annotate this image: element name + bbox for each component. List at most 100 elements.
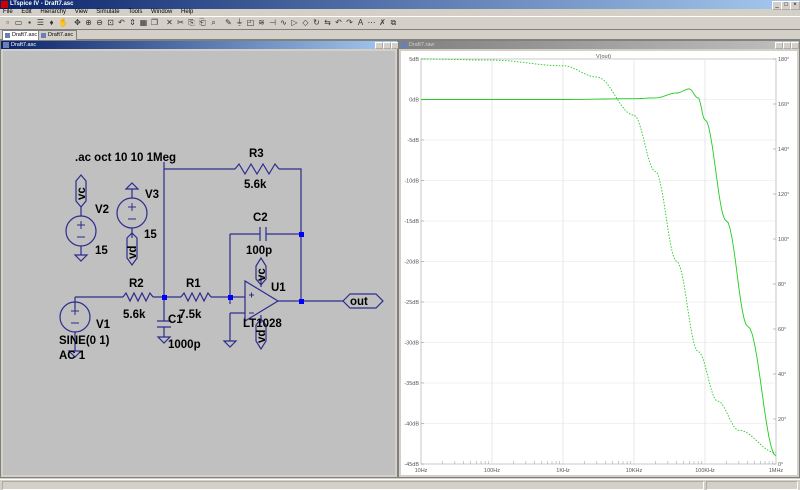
- zoom-fit-icon[interactable]: ⊡: [107, 18, 114, 27]
- y-left-tick-label: -35dB: [404, 381, 419, 387]
- find-icon[interactable]: ⌕: [211, 18, 216, 27]
- junction-dot: [162, 295, 167, 300]
- y-left-tick-label: 0dB: [409, 98, 419, 104]
- ground-icon[interactable]: ⏚: [235, 18, 244, 27]
- menu-help[interactable]: Help: [181, 9, 194, 15]
- y-left-tick-label: -20dB: [404, 260, 419, 266]
- zoom-in-icon[interactable]: ⊕: [85, 18, 92, 27]
- cascade-icon[interactable]: ❐: [150, 18, 159, 27]
- pan-icon[interactable]: ✥: [74, 18, 81, 27]
- ground-icon: [156, 336, 172, 344]
- u1-name: U1: [271, 282, 286, 294]
- net-label-out: [342, 293, 384, 309]
- save-icon[interactable]: ▪: [28, 18, 31, 27]
- halt-icon[interactable]: ✋: [58, 18, 68, 27]
- app-icon: [1, 1, 8, 8]
- copy-icon[interactable]: ⎘: [188, 18, 195, 27]
- diode-icon[interactable]: ▷: [291, 18, 298, 27]
- title-bar: LTspice IV - Draft7.asc _ □ ×: [0, 0, 800, 10]
- redo-icon[interactable]: ↷: [346, 18, 353, 27]
- v2-value[interactable]: 15: [95, 245, 108, 257]
- tab-schematic[interactable]: Draft7.asc: [2, 30, 42, 40]
- menu-view[interactable]: View: [74, 9, 88, 15]
- duplicate-icon[interactable]: ⧉: [390, 18, 397, 27]
- spice-directive[interactable]: .ac oct 10 10 1Meg: [75, 152, 176, 164]
- y-left-tick-label: 5dB: [409, 57, 419, 63]
- label-icon[interactable]: ◰: [246, 18, 255, 27]
- waveform-icon: [401, 42, 407, 48]
- schematic-window[interactable]: Draft7.asc: [0, 40, 399, 478]
- r2-value[interactable]: 5.6k: [123, 309, 146, 321]
- menu-hierarchy[interactable]: Hierarchy: [40, 9, 67, 15]
- new-icon[interactable]: ▫: [6, 18, 9, 27]
- menu-edit[interactable]: Edit: [21, 9, 32, 15]
- tab-schematic-2[interactable]: Draft7.asc: [38, 30, 78, 40]
- spice-directive-icon[interactable]: ⋯: [367, 18, 376, 27]
- undo-icon[interactable]: ↶: [335, 18, 342, 27]
- plot-close-button[interactable]: [791, 42, 799, 49]
- mirror-icon[interactable]: ⇆: [324, 18, 331, 27]
- schematic-window-title-bar[interactable]: Draft7.asc: [1, 41, 399, 49]
- capacitor-c2-symbol: [259, 227, 267, 241]
- schematic-drawing[interactable]: .ac oct 10 10 1Meg R3 5.6k C2 100p R2 5.…: [3, 51, 395, 475]
- r1-name: R1: [186, 278, 201, 290]
- inductor-icon[interactable]: ∿: [280, 18, 287, 27]
- y-left-tick-label: -30dB: [404, 341, 419, 347]
- paste-icon[interactable]: ⎗: [199, 18, 206, 27]
- magnitude-trace: [421, 88, 777, 457]
- r1-value[interactable]: 7.5k: [179, 309, 202, 321]
- autoscale-icon[interactable]: ⇕: [129, 18, 136, 27]
- control-panel-icon[interactable]: ☰: [36, 18, 45, 27]
- menu-window[interactable]: Window: [151, 9, 173, 15]
- plot-window-title-bar[interactable]: Draft7.raw: [399, 41, 799, 49]
- cut-icon[interactable]: ✂: [177, 18, 184, 27]
- ground-icon: [73, 254, 89, 262]
- zoom-back-icon[interactable]: ↶: [118, 18, 125, 27]
- schematic-canvas[interactable]: .ac oct 10 10 1Meg R3 5.6k C2 100p R2 5.…: [3, 51, 395, 475]
- v1-value-ac[interactable]: AC 1: [59, 350, 86, 362]
- menu-tools[interactable]: Tools: [128, 9, 143, 15]
- y-right-tick-label: 100°: [778, 237, 789, 243]
- zoom-out-icon[interactable]: ⊖: [96, 18, 103, 27]
- resistor-icon[interactable]: ≋: [258, 18, 265, 27]
- y-right-tick-label: 160°: [778, 102, 789, 108]
- run-icon[interactable]: ♦: [49, 18, 54, 27]
- menu-file[interactable]: File: [3, 9, 13, 15]
- y-right-tick-label: 80°: [778, 282, 786, 288]
- schematic-maximize-button[interactable]: [383, 42, 391, 49]
- u1-vc-label: vc: [256, 268, 268, 281]
- v1-value-sine[interactable]: SINE(0 1): [59, 335, 110, 347]
- net-label-vd-v3: [126, 232, 138, 267]
- delete-icon[interactable]: ✗: [379, 18, 386, 27]
- c1-value[interactable]: 1000p: [168, 339, 201, 351]
- rotate-icon[interactable]: ↻: [313, 18, 320, 27]
- r2-name: R2: [129, 278, 144, 290]
- menu-bar: File Edit Hierarchy View Simulate Tools …: [0, 9, 800, 16]
- text-icon[interactable]: A: [357, 18, 364, 27]
- plot-maximize-button[interactable]: [783, 42, 791, 49]
- net-label-vc: [255, 256, 267, 286]
- schematic-minimize-button[interactable]: [375, 42, 383, 49]
- x-tick-label: 100Hz: [484, 468, 500, 474]
- y-right-tick-label: 180°: [778, 57, 789, 63]
- open-icon[interactable]: ▭: [14, 18, 23, 27]
- component-icon[interactable]: ◇: [302, 18, 309, 27]
- tile-icon[interactable]: ▦: [139, 18, 148, 27]
- wire-icon[interactable]: ✎: [225, 18, 232, 27]
- x-tick-label: 100KHz: [695, 468, 715, 474]
- menu-simulate[interactable]: Simulate: [96, 9, 120, 15]
- close-icon[interactable]: ✕: [166, 18, 173, 27]
- plot-minimize-button[interactable]: [775, 42, 783, 49]
- v3-net-label: vd: [127, 246, 139, 259]
- capacitor-icon[interactable]: ⊣: [269, 18, 276, 27]
- v3-value[interactable]: 15: [144, 229, 157, 241]
- r3-value[interactable]: 5.6k: [244, 179, 267, 191]
- plot-window-title: Draft7.raw: [409, 42, 435, 48]
- u1-value[interactable]: LT1028: [243, 318, 282, 330]
- trace-label-vout[interactable]: V(out): [596, 54, 611, 60]
- c2-value[interactable]: 100p: [246, 245, 272, 257]
- schematic-icon: [3, 42, 9, 48]
